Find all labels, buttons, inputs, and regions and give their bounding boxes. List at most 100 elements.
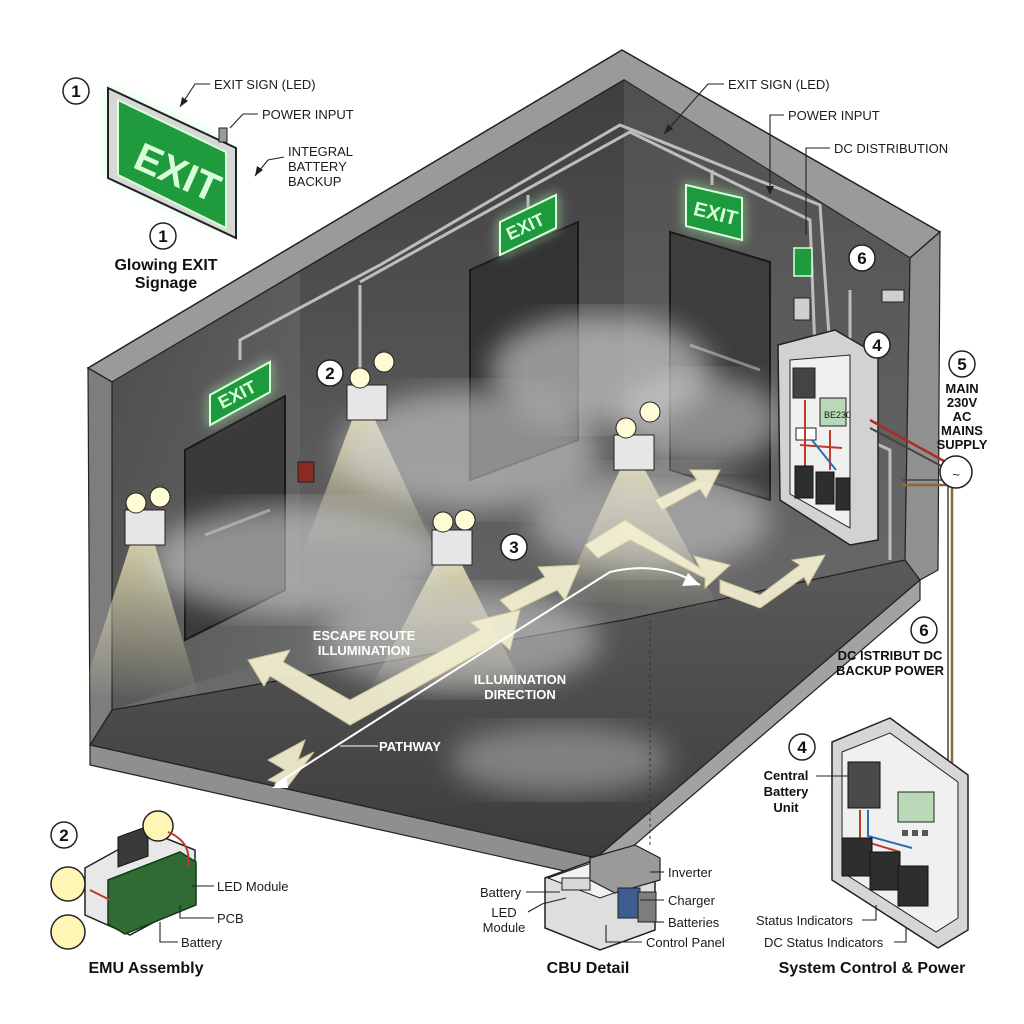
cbu-battery-cell xyxy=(561,877,591,891)
wall-indicator-green xyxy=(793,247,813,277)
leader-dc-status-indicators xyxy=(894,928,907,943)
emu-battery-label: Battery xyxy=(181,935,223,950)
system-status-display xyxy=(897,791,935,823)
right-wall-face xyxy=(904,230,941,581)
emu-assembly xyxy=(50,810,197,950)
beam-emu-left xyxy=(80,545,200,700)
arrow-route-upper xyxy=(654,469,721,511)
top-left-exit-sign-label: EXIT SIGN (LED) xyxy=(214,77,316,92)
system-central-unit xyxy=(831,717,969,949)
arrow-route-left xyxy=(247,609,521,726)
status-indicators-label: Status Indicators xyxy=(756,913,853,928)
system-inverter xyxy=(847,761,881,809)
dc-backup-label-1: DC ISTRIBUT DC xyxy=(838,648,943,663)
cbu-charger-label: Charger xyxy=(668,893,716,908)
emu-fixture-center xyxy=(431,509,476,566)
callout-5-mains: 5 xyxy=(948,350,976,378)
system-battery-2 xyxy=(869,851,901,891)
mains-label-2: 230V xyxy=(947,395,978,410)
central-battery-label-2: Battery xyxy=(764,784,810,799)
leader-cbu-led xyxy=(527,897,567,913)
top-left-power-input-connector xyxy=(218,127,228,143)
mains-label-3: AC xyxy=(953,409,972,424)
leader-top-battery xyxy=(254,156,285,177)
system-caption: System Control & Power xyxy=(779,960,966,977)
leader-room-power-input-head xyxy=(766,186,774,195)
cbu-caption: CBU Detail xyxy=(547,960,630,977)
arrow-route-far xyxy=(719,554,826,609)
mains-label-5: SUPPLY xyxy=(937,437,988,452)
central-battery-label-1: Central xyxy=(764,768,809,783)
callout-5-mains-num: 5 xyxy=(957,355,966,374)
wall-fire-alarm xyxy=(297,461,315,483)
leader-room-power-input xyxy=(769,114,784,190)
top-left-power-input-label: POWER INPUT xyxy=(262,107,354,122)
central-battery-label-3: Unit xyxy=(773,800,799,815)
smoke-cloud-4 xyxy=(530,470,770,570)
emu-fixture-right xyxy=(613,401,661,471)
emu-pcb-label: PCB xyxy=(217,911,244,926)
leader-emu-battery xyxy=(159,922,178,943)
callout-4-room: 4 xyxy=(863,331,891,359)
illumination-direction-label-2: DIRECTION xyxy=(484,687,556,702)
top-left-caption-1: Glowing EXIT xyxy=(114,257,217,274)
callout-6-backup-num: 6 xyxy=(919,621,928,640)
cbu-led-label-2: Module xyxy=(483,920,526,935)
leader-status-indicators xyxy=(862,905,877,921)
leader-dc-distribution xyxy=(805,147,830,235)
wall-switch xyxy=(793,297,811,321)
top-left-battery-label-2: BATTERY xyxy=(288,159,347,174)
leader-top-battery-head xyxy=(255,166,263,176)
floor-arrows xyxy=(247,469,826,787)
pathway-arrowhead xyxy=(272,776,288,788)
conduit-main xyxy=(238,123,832,360)
top-left-battery-label-1: INTEGRAL xyxy=(288,144,353,159)
callout-2-room-num: 2 xyxy=(325,364,334,383)
emu-fixture-left xyxy=(124,486,171,546)
illumination-direction-arrowhead xyxy=(682,573,700,586)
mains-supply-symbol xyxy=(939,455,973,489)
callout-2-emu-num: 2 xyxy=(59,826,68,845)
illumination-direction-label-1: ILLUMINATION xyxy=(474,672,566,687)
callout-6-backup: 6 xyxy=(910,616,938,644)
dc-backup-label-2: BACKUP POWER xyxy=(836,663,945,678)
leader-top-exit-sign-head xyxy=(180,97,188,107)
cbu-inverter xyxy=(589,844,661,894)
cbu-inverter-label: Inverter xyxy=(668,865,713,880)
cbu-detail xyxy=(544,844,661,951)
arrow-route-front xyxy=(266,738,315,787)
callout-6-room-num: 6 xyxy=(857,249,866,268)
callout-2-room: 2 xyxy=(316,359,344,387)
callout-3-room: 3 xyxy=(500,533,528,561)
room-power-input-label: POWER INPUT xyxy=(788,108,880,123)
top-left-exit-sign xyxy=(107,86,237,240)
room-exit-sign-label: EXIT SIGN (LED) xyxy=(728,77,830,92)
mains-supply-symbol-glyph: ~ xyxy=(952,467,960,482)
emu-fixtures xyxy=(124,351,661,566)
callout-1-caption-num: 1 xyxy=(158,227,167,246)
cbu-control-panel-label: Control Panel xyxy=(646,935,725,950)
emu-lamp-left xyxy=(50,866,86,902)
smoke-cloud-7 xyxy=(450,725,670,795)
callout-1-top: 1 xyxy=(62,77,90,105)
callout-3-room-num: 3 xyxy=(509,538,518,557)
escape-route-label-2: ILLUMINATION xyxy=(318,643,410,658)
emu-led-module-label: LED Module xyxy=(217,879,289,894)
top-left-battery-label-3: BACKUP xyxy=(288,174,341,189)
cbu-batteries-label: Batteries xyxy=(668,915,720,930)
cbu-batteries xyxy=(637,891,657,923)
pathway-label: PATHWAY xyxy=(379,739,441,754)
room-exit-sign-middle xyxy=(499,193,557,257)
cbu-led-label-1: LED xyxy=(491,905,516,920)
cbu-charger xyxy=(617,887,641,919)
leader-room-exit-sign-head xyxy=(664,124,673,134)
smoke-cloud-2 xyxy=(340,390,600,510)
arrow-route-mid xyxy=(499,564,581,613)
system-battery-1 xyxy=(841,837,873,877)
smoke-cloud-6 xyxy=(620,375,780,465)
leader-top-power-input xyxy=(229,113,258,129)
cbu-battery-label: Battery xyxy=(480,885,522,900)
smoke-cloud-5 xyxy=(320,590,600,690)
leader-room-exit-sign xyxy=(663,83,724,135)
callout-1-top-num: 1 xyxy=(71,82,80,101)
